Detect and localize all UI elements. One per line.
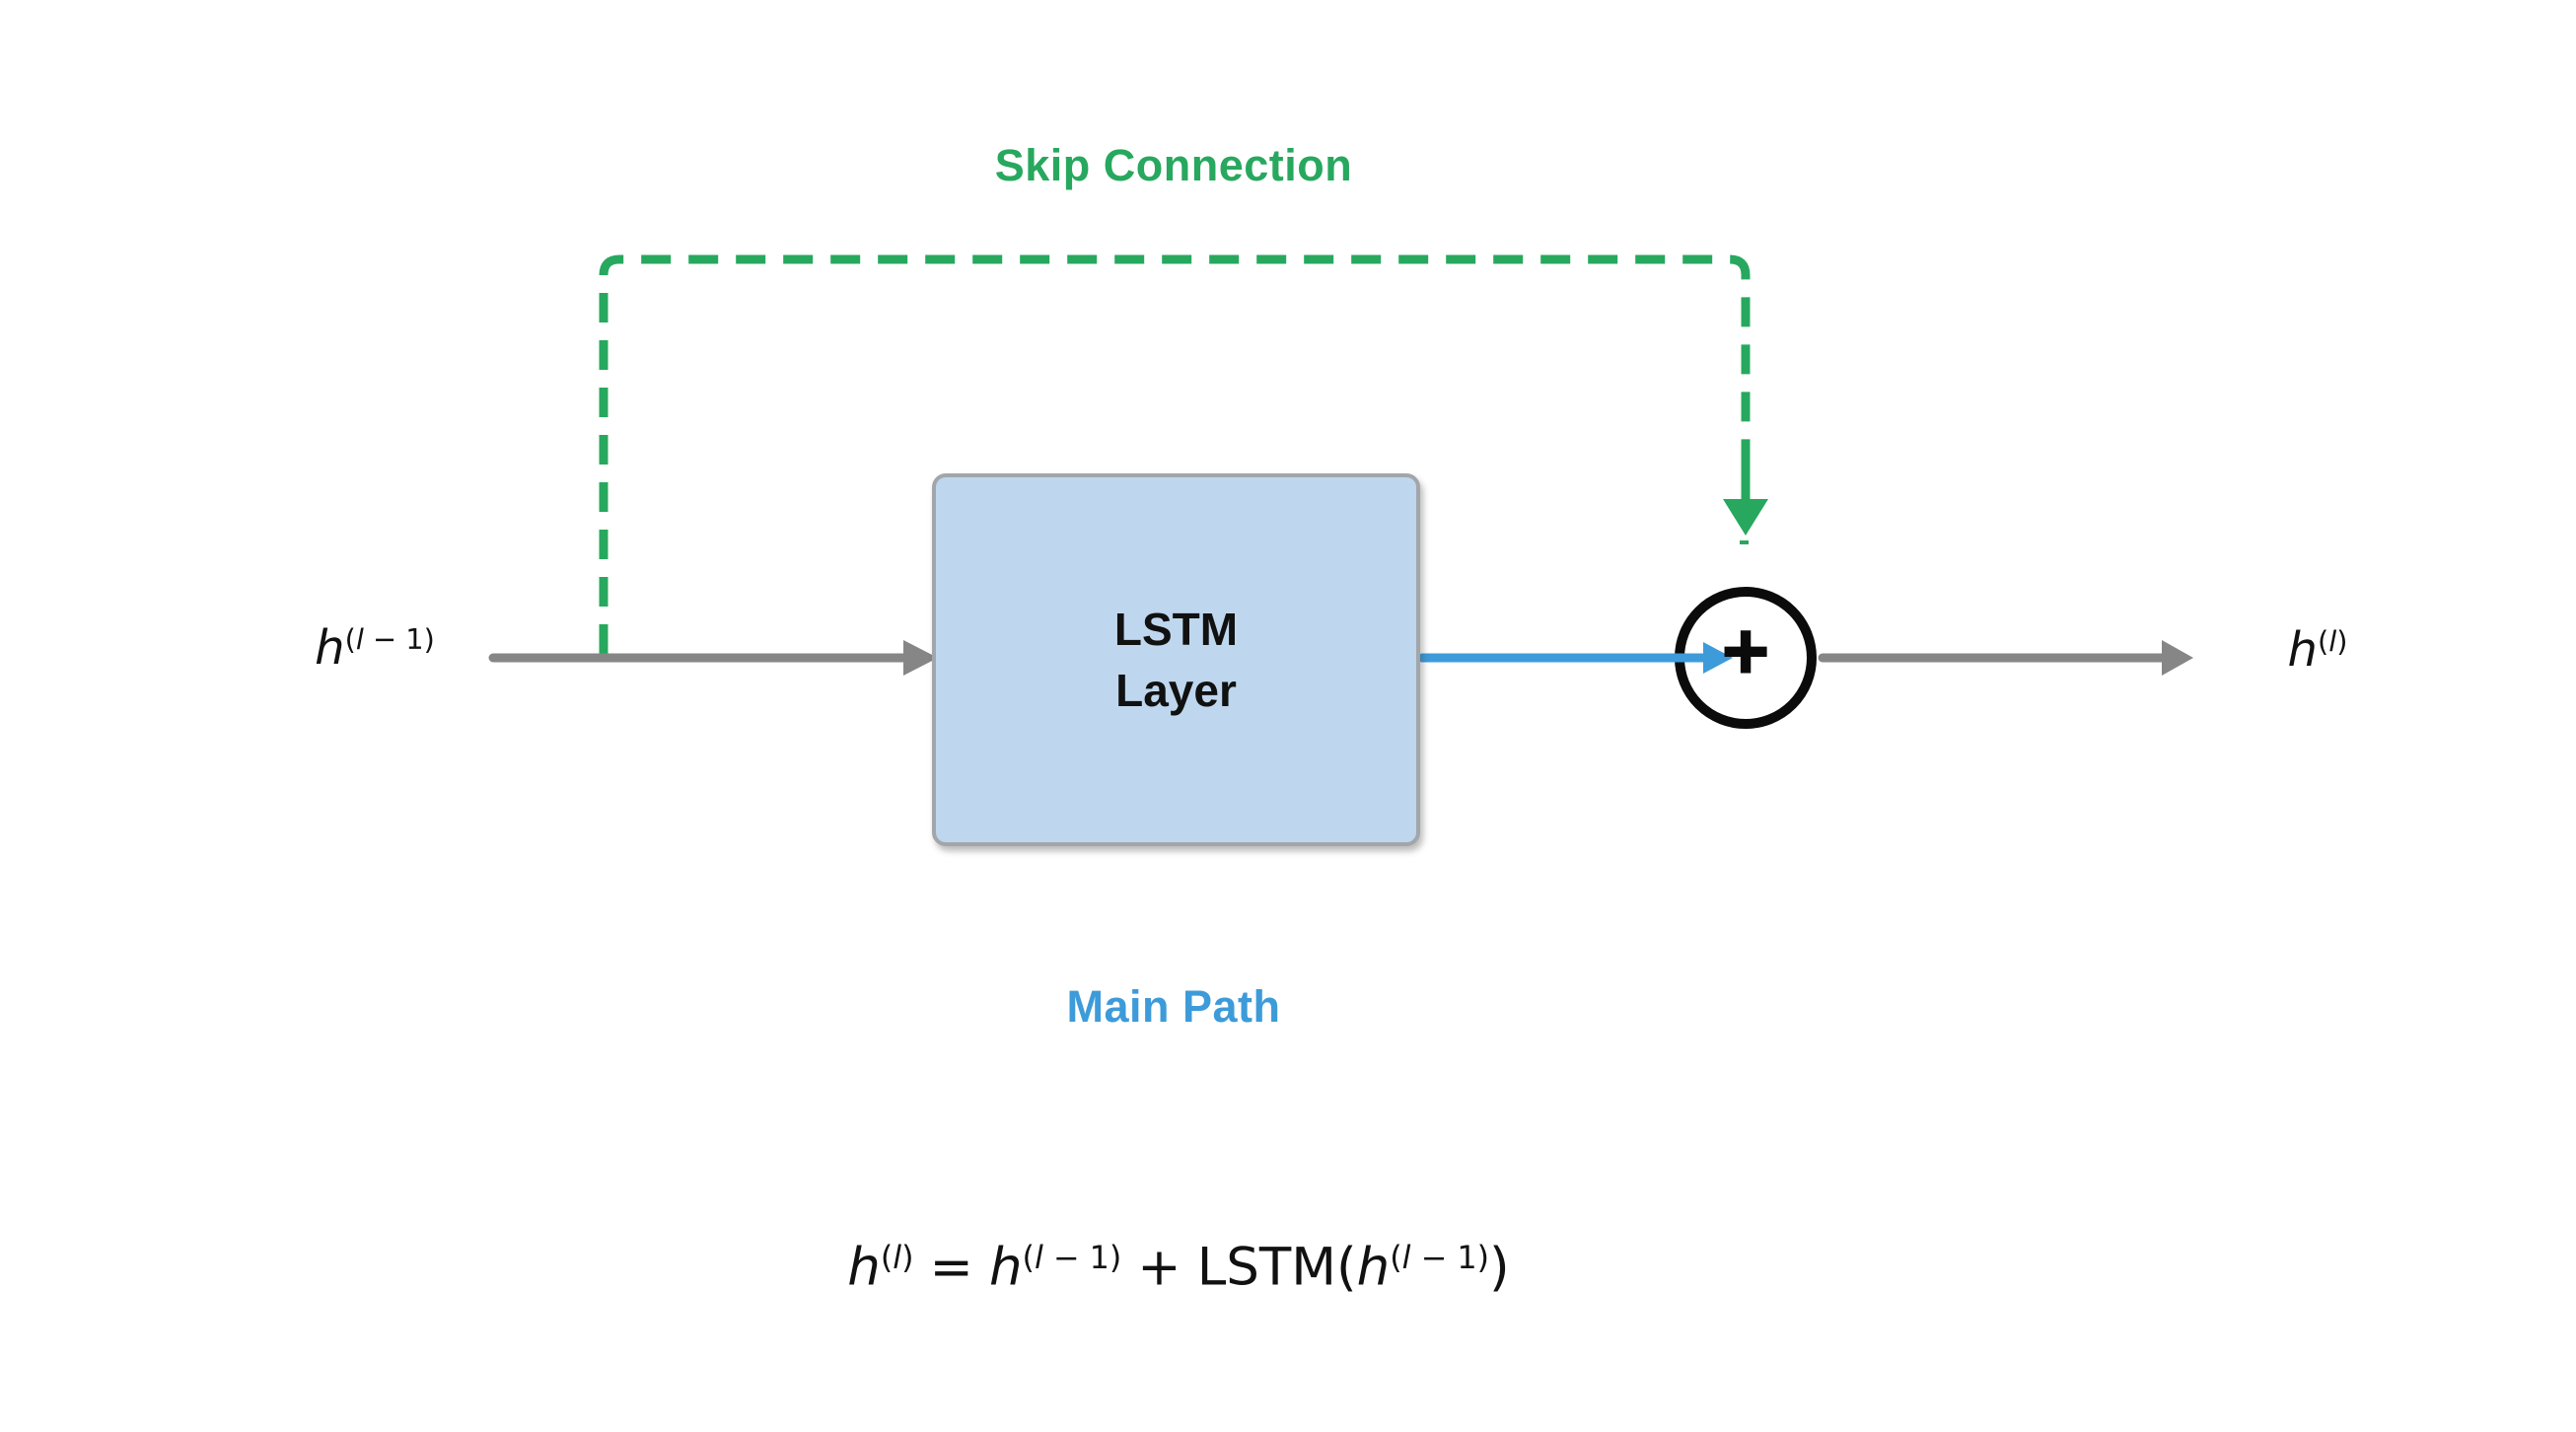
- math-sup-var: l: [2328, 624, 2337, 659]
- formula-lhs-sup-rest: ): [901, 1239, 914, 1276]
- math-sup-var: l: [355, 622, 364, 657]
- skip-connection-dashed-line: [599, 254, 1751, 654]
- math-sup-rest: − 1): [363, 622, 435, 657]
- math-sup-rest: ): [2336, 624, 2348, 659]
- formula-rhs1-base: h: [988, 1237, 1023, 1298]
- skip-connection-label: Skip Connection: [994, 140, 1353, 190]
- math-sup-open: (: [344, 622, 356, 657]
- input-arrowhead arrow-right-icon: [903, 640, 938, 676]
- formula-func-open: LSTM(: [1196, 1237, 1357, 1298]
- formula-equals: =: [929, 1237, 973, 1298]
- formula-rhs2-sup-open: (: [1390, 1239, 1402, 1276]
- formula-plus: +: [1137, 1237, 1181, 1298]
- output-arrowhead arrow-right-icon: [2162, 640, 2193, 676]
- lstm-box-label-line1: LSTM: [1113, 604, 1239, 655]
- formula-rhs2-sup-rest: − 1): [1410, 1239, 1490, 1276]
- lstm-box-label-line2: Layer: [1115, 665, 1237, 716]
- math-base: h: [2287, 622, 2318, 678]
- formula-rhs2-sup-var: l: [1401, 1239, 1411, 1276]
- skip-dash-remnant: [1740, 540, 1749, 544]
- formula-lhs-sup-open: (: [880, 1239, 894, 1276]
- output-tensor-label: h(l): [2288, 622, 2348, 678]
- input-tensor-label: h(l − 1): [315, 620, 435, 676]
- math-sup-open: (: [2317, 624, 2329, 659]
- plus-icon: +: [1719, 614, 1772, 687]
- formula-rhs1-sup-open: (: [1022, 1239, 1035, 1276]
- formula-rhs1-sup-rest: − 1): [1042, 1239, 1122, 1276]
- formula-func-close: ): [1489, 1237, 1510, 1298]
- formula-lhs-sup-var: l: [893, 1239, 902, 1276]
- formula-rhs1-sup-var: l: [1034, 1239, 1043, 1276]
- formula-lhs-base: h: [847, 1237, 881, 1298]
- lstm-layer-box: LSTM Layer: [932, 473, 1420, 846]
- main-path-label: Main Path: [1066, 981, 1281, 1032]
- math-base: h: [315, 620, 345, 676]
- residual-formula: h(l)=h(l − 1)+LSTM(h(l − 1)): [847, 1238, 1509, 1298]
- main-path-arrowhead arrow-right-icon: [1703, 642, 1733, 674]
- formula-rhs2-base: h: [1356, 1237, 1391, 1298]
- skip-arrowhead arrow-down-icon: [1723, 499, 1768, 536]
